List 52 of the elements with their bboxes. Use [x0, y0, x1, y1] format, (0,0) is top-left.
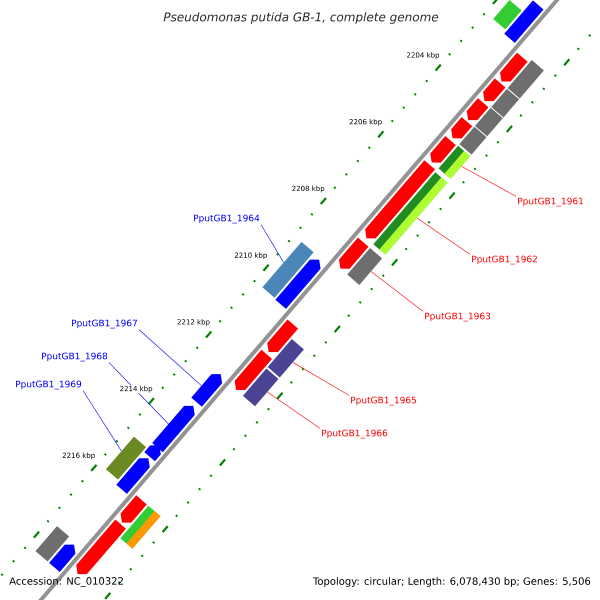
- gene-label: PputGB1_1962: [472, 256, 537, 264]
- gene-block: [116, 458, 150, 494]
- gene-block: [339, 238, 369, 269]
- gene-block: [500, 52, 528, 82]
- gene-block: [466, 98, 488, 120]
- leader-line: [416, 218, 470, 255]
- gene-label: PputGB1_1963: [425, 312, 490, 322]
- gene-block: [120, 495, 147, 523]
- leader-line: [370, 271, 424, 312]
- gene-label: PputGB1_1961: [518, 198, 584, 206]
- gene-bar: [373, 172, 448, 255]
- gene-bar: [493, 0, 522, 30]
- leader-line: [108, 362, 169, 424]
- gene-block: [430, 136, 456, 163]
- gene-bar: [508, 60, 544, 98]
- gene-label: PputGB1_1969: [16, 380, 82, 390]
- gene-bar: [120, 506, 160, 549]
- gene-block: [483, 78, 506, 102]
- gene-bar: [475, 108, 503, 136]
- leader-line: [260, 224, 284, 263]
- gene-label: PputGB1_1966: [322, 430, 388, 438]
- gene-block: [191, 374, 222, 407]
- gene-label: PputGB1_1967: [72, 320, 138, 328]
- gene-label: PputGB1_1964: [194, 214, 260, 224]
- gene-block: [275, 260, 321, 309]
- gene-bar: [491, 88, 520, 118]
- leader-line: [138, 329, 202, 386]
- leader-line: [461, 166, 516, 197]
- gene-bar: [106, 436, 146, 480]
- gene-bar: [268, 338, 304, 378]
- gene-block: [451, 117, 472, 138]
- gene-bar: [504, 0, 544, 43]
- gene-block: [144, 445, 161, 462]
- gene-label: PputGB1_1968: [42, 352, 108, 362]
- gene-block: [49, 544, 76, 572]
- leader-line: [82, 390, 122, 452]
- gene-block: [152, 406, 195, 452]
- gene-label: PputGB1_1965: [351, 396, 416, 406]
- gene-bar: [347, 248, 382, 285]
- gene-bar: [459, 126, 486, 155]
- gene-bar: [36, 526, 70, 562]
- gene-block: [365, 160, 436, 238]
- title: Pseudomonas putida GB-1, complete genome: [164, 12, 438, 24]
- gene-block: [267, 319, 298, 352]
- gene-block: [234, 350, 272, 390]
- gene-bar: [242, 368, 278, 406]
- leader-line: [292, 362, 350, 396]
- accession-text: Accession: NC_010322: [9, 577, 123, 587]
- leader-line: [267, 392, 320, 429]
- gene-block: [76, 520, 126, 574]
- genome-info-text: Topology: circular; Length: 6,078,430 bp; Genes: 5,506: [312, 577, 590, 587]
- gene-bar: [438, 146, 470, 179]
